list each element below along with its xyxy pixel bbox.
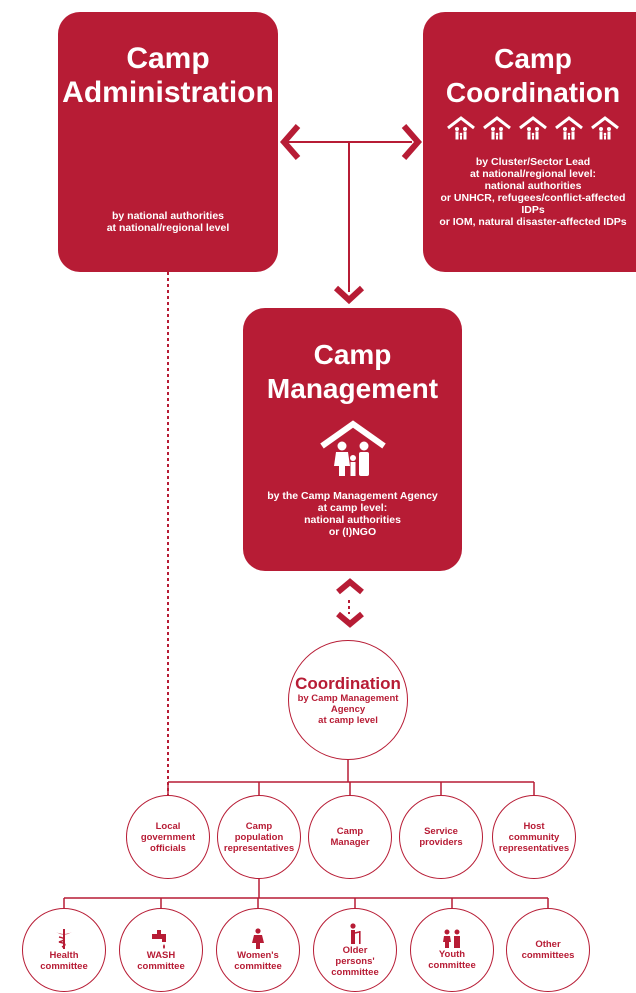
circle-label: committee [40,961,88,972]
circle-label: committees [521,950,575,961]
coord-desc-line: national authorities [484,180,582,192]
water-tap-icon [152,930,166,949]
coord-description: by Cluster/Sector Lead at national/regio… [423,156,636,228]
circle-label: government [140,831,196,843]
circle-label: Manager [330,837,370,848]
camp-population-representatives-circle: Camp population representatives [217,795,301,879]
circle-label: Service [424,826,458,837]
admin-title-line1: Camp [126,42,210,75]
circle-label: population [234,831,284,843]
circle-label: committee [234,961,282,972]
admin-title: Camp Administration [58,42,278,110]
shelter-family-icon [519,116,547,140]
coord-desc-line: IDPs [521,204,545,216]
coord-desc-line: or UNHCR, refugees/conflict-affected [440,192,626,204]
left-chevron-icon [280,124,301,160]
mgmt-desc-line: at camp level: [317,502,388,514]
circle-label: representatives [498,842,570,854]
shelter-family-icon [483,116,511,140]
shelter-family-icon-wrap [243,420,462,478]
circle-label: committee [137,961,185,972]
circle-label: Health [49,950,79,961]
circle-label: committee [428,960,476,971]
shelter-family-icon [447,116,475,140]
admin-description: by national authorities at national/regi… [58,210,278,234]
youth-icon [443,929,460,948]
mgmt-title: Camp Management [243,338,462,406]
shelter-family-icon [591,116,619,140]
coord-title: Camp Coordination [423,42,636,110]
coord-desc-line: by Cluster/Sector Lead [475,156,591,168]
coordination-circle-line: at camp level [318,714,378,726]
wash-committee-circle: WASH committee [119,908,203,992]
circle-label: Local [155,820,181,832]
local-government-officials-circle: Local government officials [126,795,210,879]
circle-label: Women's [237,950,279,961]
shelter-icons-row [423,116,636,142]
coord-desc-line: or IOM, natural disaster-affected IDPs [439,216,627,228]
circle-label: Camp [336,826,364,837]
down-chevron-icon [336,611,364,628]
mgmt-description: by the Camp Management Agency at camp le… [243,490,462,538]
circle-label: Other [535,939,561,950]
circle-label: community [508,831,560,843]
service-providers-circle: Service providers [399,795,483,879]
other-committees-circle: Other committees [506,908,590,992]
mgmt-title-line1: Camp [313,339,392,370]
coord-title-line1: Camp [494,43,572,74]
camp-management-card: Camp Management by the Camp Management A… [243,308,462,571]
woman-icon [252,928,264,949]
mgmt-title-line2: Management [266,373,439,404]
older-persons-committee-circle: Older persons' committee [313,908,397,992]
caduceus-icon [56,929,72,949]
camp-coordination-card: Camp Coordination by Cluster/Sector Lead… [423,12,636,272]
youth-committee-circle: Youth committee [410,908,494,992]
elderly-person-icon [350,922,361,944]
circle-label: Older [342,944,368,956]
shelter-family-icon [555,116,583,140]
admin-desc-line2: at national/regional level [106,222,230,234]
coordination-circle-title: Coordination [295,673,401,693]
circle-label: Youth [438,949,466,960]
coord-title-line2: Coordination [445,77,621,108]
up-chevron-icon [336,578,364,595]
admin-desc-line1: by national authorities [111,210,224,222]
mgmt-desc-line: by the Camp Management Agency [267,490,438,502]
coordination-circle-line: Agency [330,703,366,715]
circle-label: WASH [146,950,176,961]
admin-title-line2: Administration [62,76,274,109]
camp-administration-card: Camp Administration by national authorit… [58,12,278,272]
camp-manager-circle: Camp Manager [308,795,392,879]
coordination-circle: Coordination by Camp Management Agency a… [288,640,408,760]
right-chevron-icon [401,124,422,160]
mgmt-desc-line: national authorities [304,514,401,526]
circle-label: committee [331,966,379,978]
host-community-representatives-circle: Host community representatives [492,795,576,879]
shelter-family-icon [319,420,386,476]
circle-label: Camp [245,820,273,832]
down-chevron-icon [333,285,365,305]
circle-label: Host [523,820,545,832]
health-committee-circle: Health committee [22,908,106,992]
coord-desc-line: at national/regional level: [469,168,597,180]
circle-label: providers [419,837,463,848]
circle-label: persons' [335,955,375,967]
circle-label: officials [150,842,186,854]
circle-label: representatives [223,842,295,854]
womens-committee-circle: Women's committee [216,908,300,992]
mgmt-desc-line: or (I)NGO [328,526,377,538]
coordination-circle-line: by Camp Management [297,692,399,704]
